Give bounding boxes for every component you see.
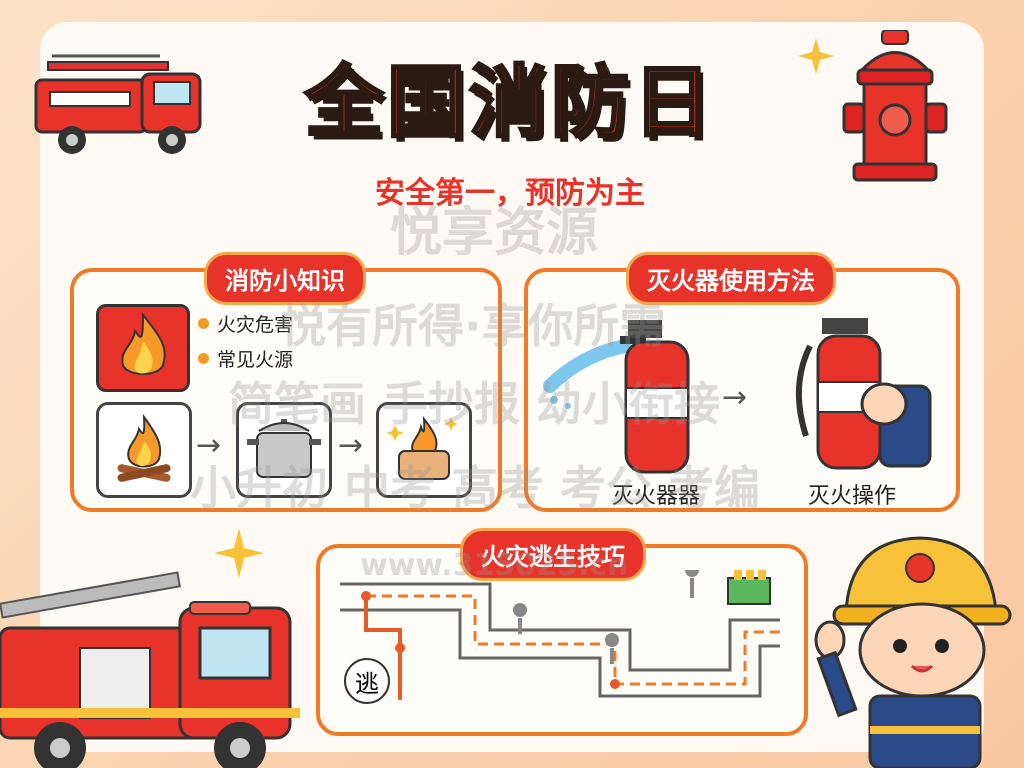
pot-card — [236, 402, 332, 498]
flame-card — [96, 304, 190, 392]
extinguisher-hand-icon — [795, 318, 932, 470]
watermark-text: 简笔画 手抄报 幼小衔接 — [228, 377, 721, 431]
watermark-text: 小升初 中考 高考 考公 考编 — [190, 461, 761, 515]
page-subtitle: 安全第一，预防为主 — [375, 176, 645, 211]
flame-icon — [121, 312, 166, 375]
fire-truck-large-icon — [0, 571, 300, 768]
bullet-dot-icon — [198, 353, 209, 364]
firefighter-kid-icon — [814, 536, 1012, 768]
watermark-url: www.315025.cn — [360, 548, 629, 583]
sparkle-icon — [798, 38, 834, 74]
page-title: 全国消防日 — [303, 57, 715, 150]
campfire-card — [96, 402, 192, 498]
burning-pot-card — [376, 402, 472, 498]
list-item: 常见火源 — [198, 345, 293, 372]
extinguisher-caption: 灭火器器 — [612, 484, 701, 509]
arrow-right-icon: → — [338, 428, 364, 463]
cooking-pot-icon — [247, 419, 321, 478]
escape-tag: 火灾逃生技巧 — [460, 528, 646, 581]
watermark-text: 悦享资源 — [390, 203, 599, 263]
arrow-right-icon: → — [196, 428, 222, 463]
campfire-icon — [117, 413, 171, 482]
burning-pot-icon — [386, 415, 458, 480]
knowledge-list: 火灾危害 常见火源 — [198, 310, 293, 372]
list-item: 火灾危害 — [198, 310, 293, 337]
arrow-right-icon: → — [722, 380, 748, 415]
fire-extinguisher-spray-icon — [543, 320, 690, 474]
extinguisher-tag: 灭火器使用方法 — [626, 252, 836, 305]
escape-route-diagram — [340, 570, 780, 700]
escape-stamp: 逃 — [344, 658, 390, 704]
bullet-dot-icon — [198, 318, 209, 329]
fire-hydrant-icon — [842, 30, 948, 182]
operation-caption: 灭火操作 — [808, 484, 897, 509]
watermark-text: 悦有所得·享你所需 — [280, 299, 666, 353]
fire-truck-icon — [34, 54, 202, 154]
sparkle-icon — [214, 528, 264, 578]
knowledge-tag: 消防小知识 — [204, 252, 366, 305]
